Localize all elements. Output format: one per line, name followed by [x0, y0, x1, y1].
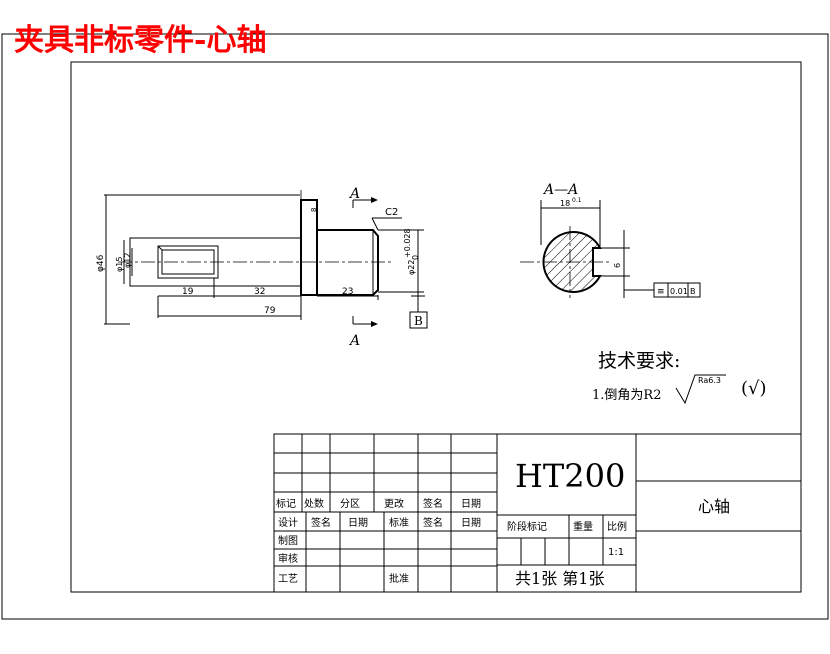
side-label-2: 工艺	[278, 573, 298, 585]
dim-key-tol: 0.1	[572, 197, 582, 204]
section-label-top: A	[348, 186, 360, 202]
side-label-1: 审核	[278, 552, 298, 565]
front-view: φ46 φ15 φ12 19 32 23 79 8 φ22 +0.028 0 C…	[96, 186, 428, 349]
title-block: 标记 处数 分区 更改 签名 日期 设计 签名 日期 标准 签名 日期 制图 审…	[273, 433, 802, 593]
dim-chamfer: C2	[385, 207, 398, 218]
roughness-mark: (√)	[741, 378, 767, 399]
rev-label-2: 分区	[340, 498, 360, 510]
dim-key-depth: 18	[560, 199, 570, 208]
dim-len-32: 32	[254, 287, 265, 297]
tol-datum: B	[690, 287, 696, 296]
sign-label-1: 签名	[311, 516, 331, 529]
tech-heading: 技术要求:	[598, 350, 680, 372]
dim-len-19: 19	[182, 287, 194, 297]
dim-tol-upper: +0.028	[403, 228, 412, 258]
tech-requirements: 技术要求: 1.倒角为R2 Ra6.3 (√)	[592, 350, 767, 405]
rev-label-4: 签名	[423, 497, 443, 510]
tech-item-1: 1.倒角为R2	[592, 388, 661, 403]
roughness-value: Ra6.3	[698, 376, 721, 385]
weight-label: 重量	[573, 520, 593, 533]
section-view: A—A 18 0.1 6 ≡ 0.01 B	[520, 182, 701, 298]
sign-label-3: 标准	[389, 517, 409, 529]
stage-label: 阶段标记	[507, 520, 547, 533]
tol-symbol: ≡	[657, 287, 665, 297]
dim-len-79: 79	[264, 306, 276, 316]
part-name: 心轴	[698, 497, 730, 516]
rev-label-1: 处数	[304, 497, 324, 510]
sign-label-0: 设计	[278, 516, 298, 529]
section-title: A—A	[542, 182, 578, 198]
dim-d-hole2: φ12	[123, 253, 132, 268]
side-label-0: 制图	[278, 534, 298, 547]
section-label-bottom: A	[348, 333, 360, 349]
scale-value: 1:1	[608, 547, 624, 558]
tol-value: 0.01	[670, 287, 688, 296]
sign-label-4: 签名	[423, 516, 443, 529]
rev-label-5: 日期	[461, 498, 481, 510]
scale-label: 比例	[607, 520, 627, 533]
dim-d-outer: φ46	[96, 254, 106, 272]
sign-label-2: 日期	[348, 517, 368, 529]
datum-label: B	[414, 314, 423, 328]
dim-len-23: 23	[342, 287, 353, 297]
sheet-title: 夹具非标零件-心轴	[14, 23, 266, 58]
dim-key-width: 6	[613, 263, 622, 268]
sign-label-5: 日期	[461, 517, 481, 529]
rev-label-0: 标记	[276, 498, 296, 510]
dim-tol-lower: 0	[411, 255, 420, 260]
material: HT200	[515, 457, 625, 495]
sheet-count: 共1张 第1张	[515, 569, 604, 588]
outer-frame	[1, 33, 829, 620]
dim-flange-w: 8	[310, 208, 318, 212]
dim-d-shaft: φ22	[407, 260, 416, 275]
approve-label: 批准	[389, 572, 409, 585]
rev-label-3: 更改	[384, 497, 404, 510]
dim-d-hole: φ15	[115, 257, 124, 272]
